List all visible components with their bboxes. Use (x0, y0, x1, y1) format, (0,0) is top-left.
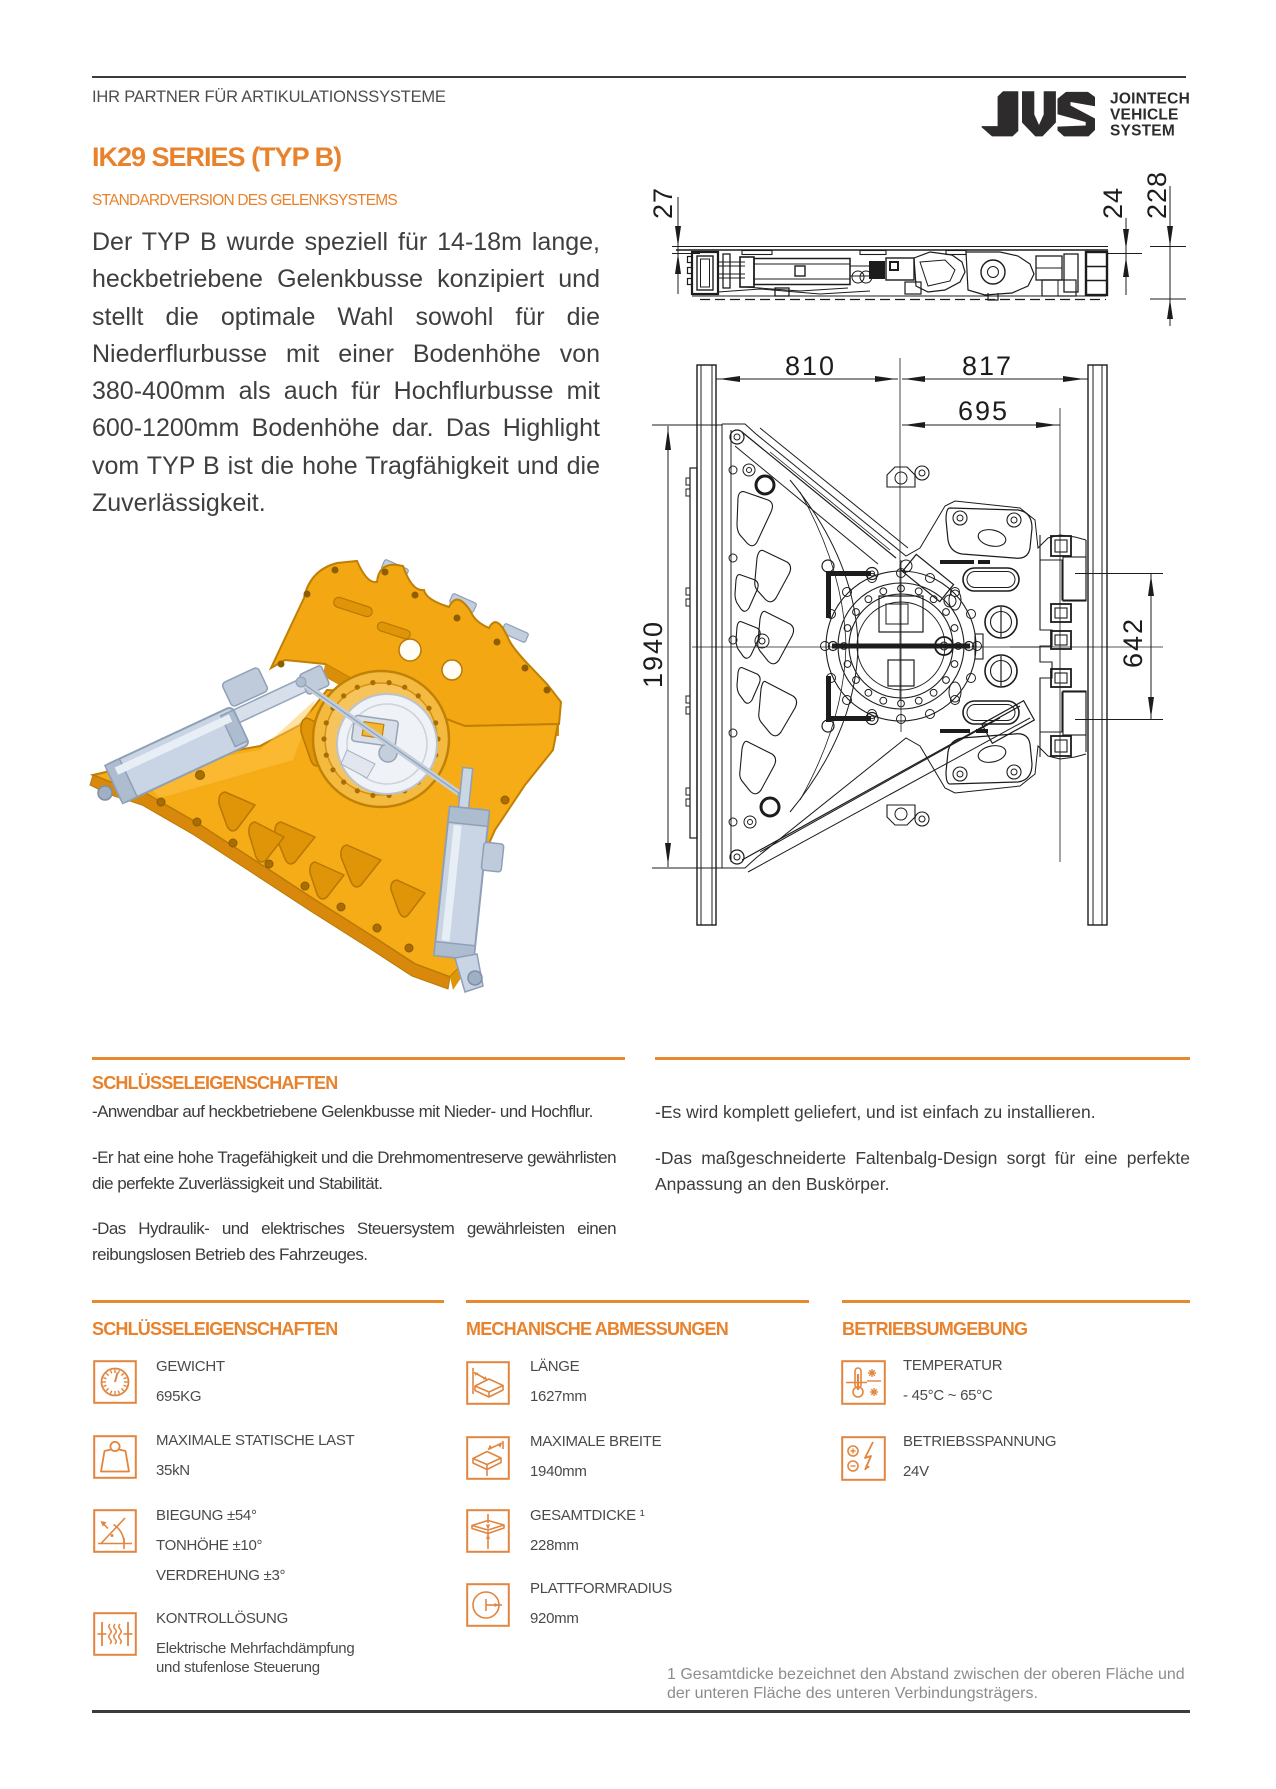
svg-text:642: 642 (1118, 617, 1148, 668)
svg-text:695: 695 (958, 396, 1009, 426)
svg-text:228: 228 (1142, 171, 1172, 219)
svg-text:JOINTECH: JOINTECH (1110, 91, 1190, 108)
svg-text:817: 817 (962, 351, 1013, 381)
svg-text:24: 24 (1098, 187, 1128, 219)
svg-text:810: 810 (785, 351, 836, 381)
svg-text:27: 27 (648, 187, 678, 219)
svg-text:1940: 1940 (638, 620, 668, 688)
svg-text:SYSTEM: SYSTEM (1110, 123, 1175, 140)
svg-text:VEHICLE: VEHICLE (1110, 107, 1179, 124)
